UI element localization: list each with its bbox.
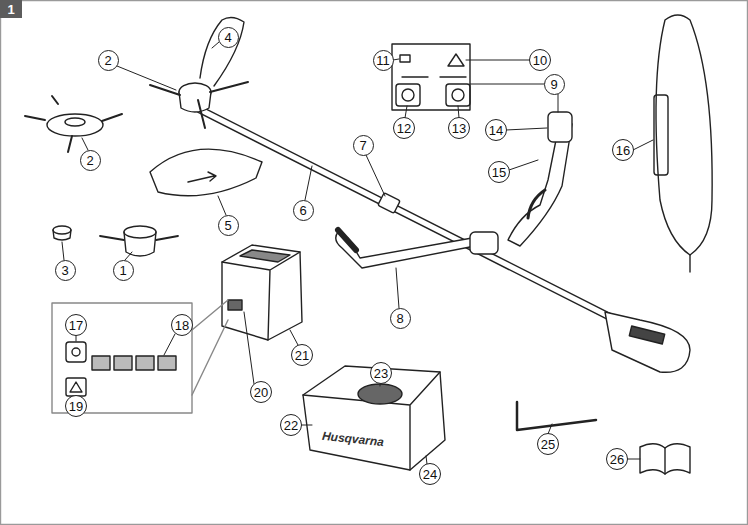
callout-text: 22 bbox=[284, 419, 298, 432]
callout-number: 7 bbox=[353, 135, 374, 156]
callout-number: 15 bbox=[488, 161, 510, 183]
callout-text: 6 bbox=[299, 204, 306, 217]
callout-text: 4 bbox=[224, 31, 231, 44]
callout-number: 11 bbox=[373, 50, 394, 71]
callout-text: 11 bbox=[376, 54, 390, 67]
callout-number: 23 bbox=[370, 362, 392, 384]
callout-number: 17 bbox=[65, 314, 87, 336]
callout-text: 21 bbox=[295, 349, 309, 362]
callout-text: 16 bbox=[616, 144, 630, 157]
callout-text: 19 bbox=[69, 400, 83, 413]
callout-text: 13 bbox=[452, 122, 466, 135]
callout-number: 10 bbox=[529, 49, 551, 71]
callout-text: 1 bbox=[119, 264, 126, 277]
callout-number: 25 bbox=[537, 433, 559, 455]
callout-number: 26 bbox=[606, 448, 628, 470]
callout-text: 8 bbox=[396, 312, 403, 325]
callout-number: 16 bbox=[612, 139, 634, 161]
callout-number: 14 bbox=[485, 119, 507, 141]
callout-number: 22 bbox=[280, 414, 302, 436]
callout-text: 2 bbox=[104, 54, 111, 67]
callout-text: 24 bbox=[423, 468, 437, 481]
callout-number: 18 bbox=[171, 314, 193, 336]
callout-number: 24 bbox=[419, 463, 441, 485]
callout-text: 2 bbox=[86, 154, 93, 167]
callout-number: 21 bbox=[291, 344, 313, 366]
callout-number: 9 bbox=[544, 74, 565, 95]
callout-text: 9 bbox=[550, 78, 557, 91]
callout-text: 20 bbox=[254, 386, 268, 399]
callout-number: 12 bbox=[393, 117, 415, 139]
callout-text: 10 bbox=[533, 54, 547, 67]
callout-text: 26 bbox=[610, 453, 624, 466]
callout-number: 8 bbox=[390, 308, 411, 329]
callout-text: 14 bbox=[489, 124, 503, 137]
callout-text: 15 bbox=[492, 166, 506, 179]
callout-text: 17 bbox=[69, 319, 83, 332]
callout-number: 6 bbox=[293, 200, 314, 221]
callout-number: 5 bbox=[218, 215, 239, 236]
callout-text: 7 bbox=[359, 139, 366, 152]
callout-number: 1 bbox=[113, 260, 134, 281]
callout-number: 2 bbox=[98, 50, 119, 71]
figure-number: 1 bbox=[7, 3, 14, 16]
callout-number: 3 bbox=[55, 260, 76, 281]
figure-tab: 1 bbox=[0, 0, 22, 18]
callout-text: 25 bbox=[541, 438, 555, 451]
callout-text: 12 bbox=[397, 122, 411, 135]
callout-number: 4 bbox=[218, 27, 239, 48]
callout-number: 13 bbox=[448, 117, 470, 139]
callout-number: 2 bbox=[80, 150, 101, 171]
callout-text: 18 bbox=[175, 319, 189, 332]
callout-number: 20 bbox=[250, 381, 272, 403]
callout-text: 3 bbox=[61, 264, 68, 277]
callout-text: 23 bbox=[374, 367, 388, 380]
callout-text: 5 bbox=[224, 219, 231, 232]
callout-number: 19 bbox=[65, 395, 87, 417]
